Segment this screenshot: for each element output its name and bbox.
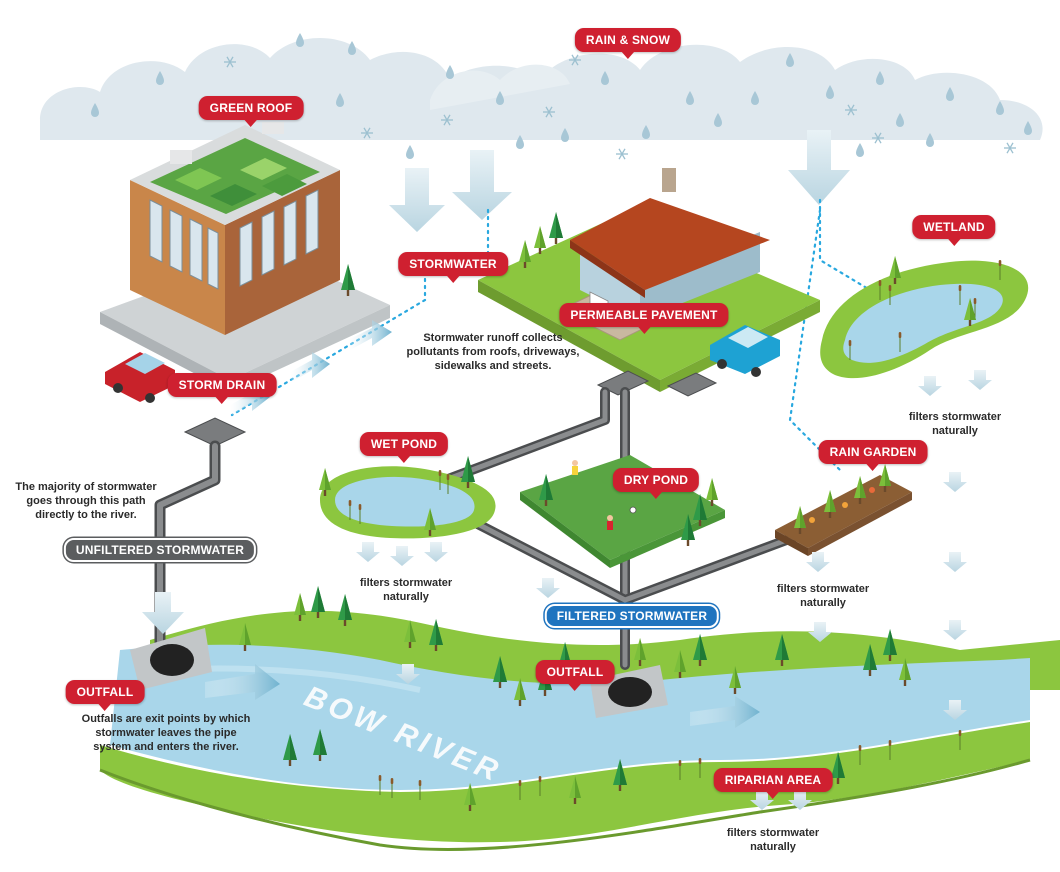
green-roof-building [100, 122, 390, 392]
stormwater-label: STORMWATER [398, 252, 508, 283]
riparian-area-label: RIPARIAN AREA [713, 768, 833, 799]
rain-arrows [389, 130, 850, 232]
outfall-center-label: OUTFALL [535, 660, 615, 691]
wet-pond [319, 456, 496, 539]
runoff-note-line: pollutants from roofs, driveways, [406, 346, 580, 358]
wet-pond-filter-note-line: naturally [383, 591, 429, 603]
unfiltered-arrow [142, 592, 184, 634]
wetland-label: WETLAND [912, 215, 996, 246]
rain-garden [775, 464, 912, 556]
majority-note-line: The majority of stormwater [15, 481, 157, 493]
filtered-stormwater-label: FILTERED STORMWATER [544, 604, 720, 628]
runoff-note: Stormwater runoff collects pollutants fr… [407, 331, 580, 373]
dry-pond-label: DRY POND [612, 468, 700, 499]
wet-pond-label: WET POND [359, 432, 449, 463]
wetland-filter-note-line: filters stormwater [908, 411, 1002, 423]
runoff-note-line: Stormwater runoff collects [423, 332, 563, 344]
front-riverbank [100, 722, 1030, 843]
outfalls-note-line: system and enters the river. [93, 741, 239, 753]
wetland [820, 256, 1029, 379]
wet-pond-filter-note-line: filters stormwater [359, 577, 453, 589]
permeable-pavement-label: PERMEABLE PAVEMENT [559, 303, 729, 334]
wet-pond-filter-note: filters stormwater naturally [360, 576, 452, 604]
riparian-filter-note-line: naturally [750, 841, 796, 853]
bow-river [110, 644, 1030, 790]
rain-garden-filter-note: filters stormwater naturally [777, 582, 869, 610]
majority-note: The majority of stormwater goes through … [15, 480, 156, 522]
outfall-left-label: OUTFALL [65, 680, 145, 711]
storm-drain-label: STORM DRAIN [167, 373, 277, 404]
green-roof-label: GREEN ROOF [198, 96, 304, 127]
runoff-note-line: sidewalks and streets. [434, 360, 552, 372]
majority-note-line: goes through this path [26, 495, 146, 507]
rain-garden-filter-note-line: filters stormwater [776, 583, 870, 595]
riparian-filter-note-line: filters stormwater [726, 827, 820, 839]
majority-note-line: directly to the river. [35, 509, 137, 521]
outfalls-note-line: stormwater leaves the pipe [95, 727, 237, 739]
outfalls-note: Outfalls are exit points by which stormw… [82, 712, 251, 754]
rain-garden-filter-note-line: naturally [800, 597, 846, 609]
riparian-filter-note: filters stormwater naturally [727, 826, 819, 854]
wetland-filter-note-line: naturally [932, 425, 978, 437]
red-car [105, 352, 175, 403]
rain-garden-label: RAIN GARDEN [818, 440, 928, 471]
rain-snow-label: RAIN & SNOW [574, 28, 682, 59]
storm-drain-grate [183, 417, 247, 447]
outfalls-note-line: Outfalls are exit points by which [81, 713, 251, 725]
outfall-left [130, 628, 212, 690]
cloud-band [40, 37, 1043, 140]
unfiltered-stormwater-label: UNFILTERED STORMWATER [63, 538, 257, 562]
wetland-filter-note: filters stormwater naturally [909, 410, 1001, 438]
blue-car [710, 325, 780, 377]
